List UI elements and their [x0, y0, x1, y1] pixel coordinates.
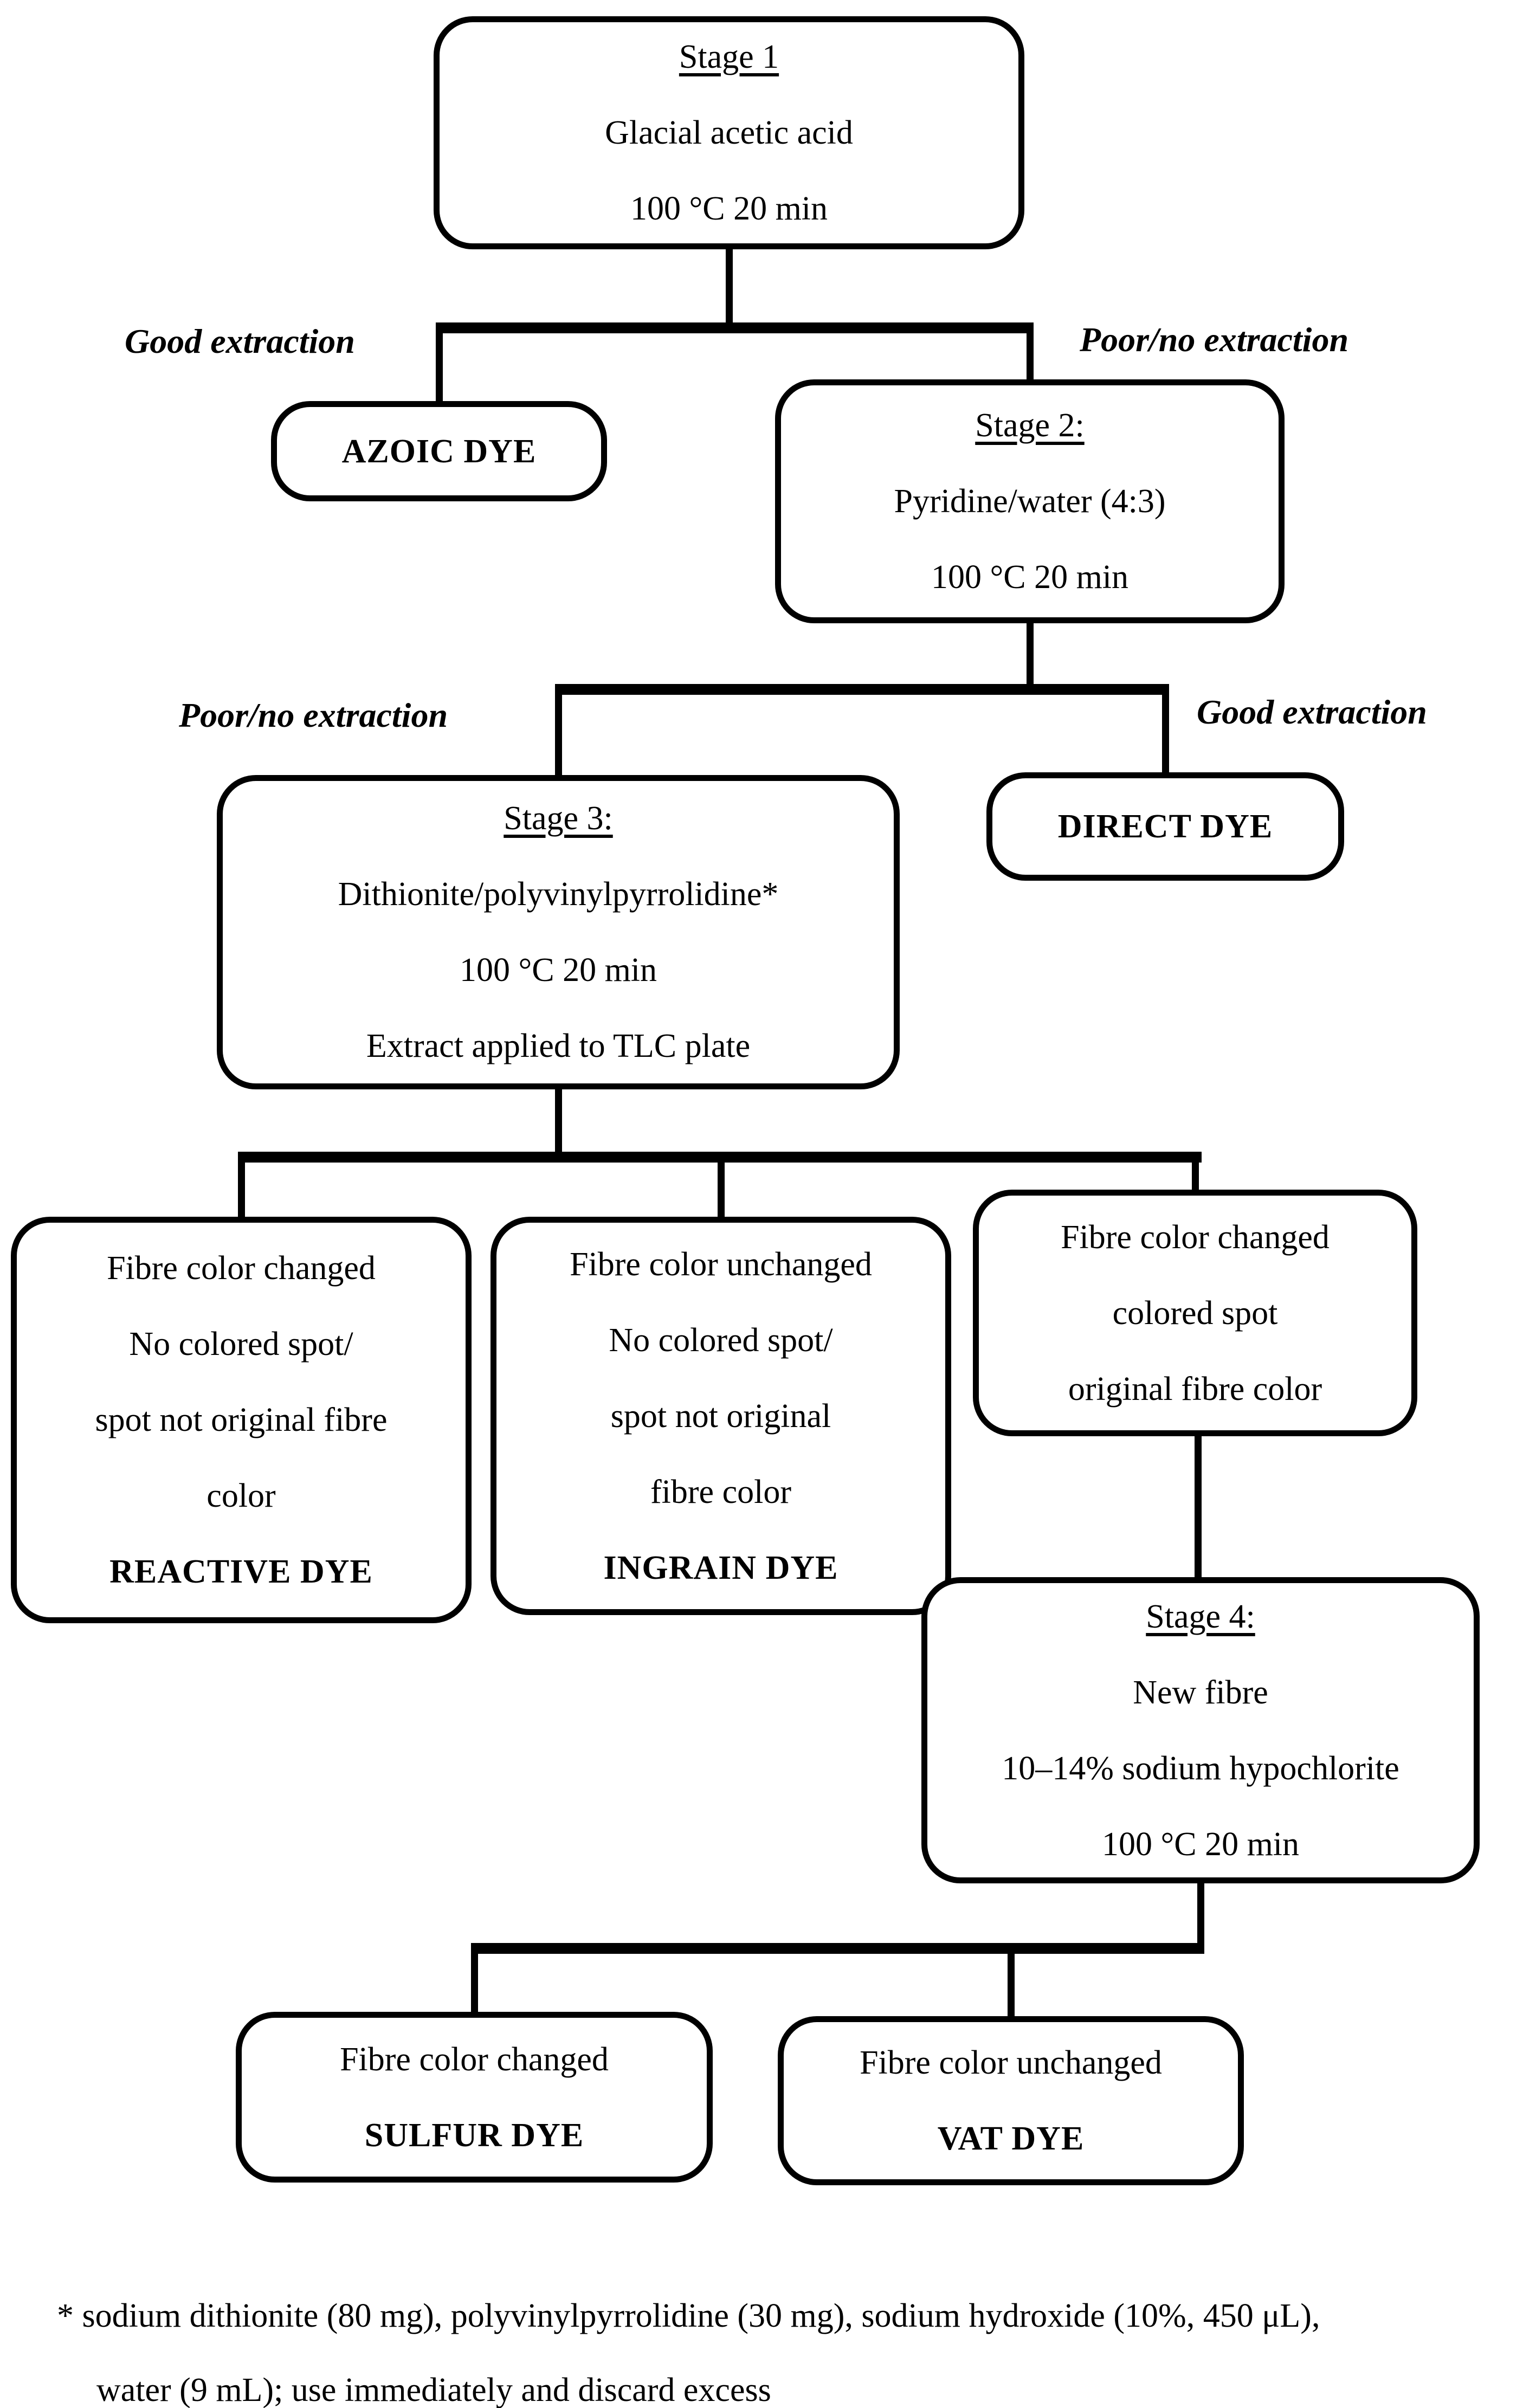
stage-3-conditions: 100 °C 20 min [459, 952, 657, 989]
branch-label-good-extraction-2: Good extraction [1197, 693, 1427, 731]
vat-observation: Fibre color unchanged [860, 2044, 1162, 2081]
stage-3-title: Stage 3: [504, 800, 613, 837]
changed-spot-observation-2: colored spot [1112, 1294, 1278, 1332]
connector-to-changed-spot [1192, 1152, 1199, 1193]
connector-to-stage3 [555, 684, 562, 779]
connector-branch4-horizontal [471, 1943, 1204, 1954]
reactive-dye-node: Fibre color changed No colored spot/ spo… [11, 1217, 472, 1623]
vat-dye-node: Fibre color unchanged VAT DYE [778, 2016, 1244, 2185]
branch-label-poor-no-extraction-1: Poor/no extraction [1080, 320, 1349, 359]
connector-to-ingrain [718, 1152, 725, 1221]
direct-dye-label: DIRECT DYE [1057, 808, 1273, 845]
reactive-observation-1: Fibre color changed [107, 1250, 376, 1287]
stage-1-conditions: 100 °C 20 min [630, 190, 828, 227]
connector-branch2-horizontal [555, 684, 1169, 695]
stage-2-title: Stage 2: [975, 407, 1085, 444]
connector-to-azoic [436, 322, 443, 405]
branch-label-good-extraction-1: Good extraction [125, 322, 355, 360]
connector-stage2-down [1027, 621, 1034, 688]
reactive-dye-label: REACTIVE DYE [109, 1553, 373, 1590]
connector-stage3-down [555, 1087, 562, 1156]
direct-dye-node: DIRECT DYE [986, 772, 1344, 881]
connector-changed-spot-to-stage4 [1195, 1434, 1202, 1581]
connector-to-stage2 [1027, 322, 1034, 383]
connector-stage4-down [1197, 1881, 1204, 1952]
sulfur-observation: Fibre color changed [340, 2041, 609, 2078]
stage-3-node: Stage 3: Dithionite/polyvinylpyrrolidine… [217, 775, 900, 1089]
stage-3-tlc-note: Extract applied to TLC plate [366, 1028, 751, 1064]
stage-2-reagent: Pyridine/water (4:3) [894, 483, 1166, 520]
stage-4-conditions: 100 °C 20 min [1101, 1825, 1300, 1863]
vat-dye-label: VAT DYE [937, 2120, 1085, 2157]
connector-to-reactive [238, 1152, 245, 1221]
footnote-line-2: water (9 mL); use immediately and discar… [96, 2372, 771, 2408]
connector-to-direct [1162, 684, 1169, 776]
fibre-changed-colored-spot-node: Fibre color changed colored spot origina… [973, 1190, 1417, 1436]
ingrain-observation-1: Fibre color unchanged [570, 1245, 872, 1283]
azoic-dye-label: AZOIC DYE [341, 432, 537, 470]
connector-branch1-horizontal [436, 322, 1034, 333]
stage-3-reagent: Dithionite/polyvinylpyrrolidine* [338, 876, 779, 913]
reactive-observation-3: spot not original fibre [95, 1402, 388, 1438]
branch-label-poor-no-extraction-2: Poor/no extraction [179, 696, 448, 734]
reactive-observation-4: color [206, 1477, 276, 1514]
sulfur-dye-label: SULFUR DYE [364, 2116, 584, 2154]
footnote-line-1: * sodium dithionite (80 mg), polyvinylpy… [57, 2297, 1320, 2334]
ingrain-observation-2: No colored spot/ [609, 1321, 833, 1359]
stage-4-title: Stage 4: [1146, 1598, 1255, 1635]
connector-to-sulfur [471, 1943, 478, 2016]
stage-1-reagent: Glacial acetic acid [605, 114, 853, 151]
azoic-dye-node: AZOIC DYE [271, 401, 607, 501]
ingrain-observation-3: spot not original [610, 1397, 831, 1435]
sulfur-dye-node: Fibre color changed SULFUR DYE [236, 2012, 713, 2183]
ingrain-dye-node: Fibre color unchanged No colored spot/ s… [491, 1217, 951, 1615]
reactive-observation-2: No colored spot/ [129, 1326, 353, 1363]
stage-4-node: Stage 4: New fibre 10–14% sodium hypochl… [921, 1577, 1480, 1883]
stage-1-title: Stage 1 [679, 38, 779, 75]
changed-spot-observation-1: Fibre color changed [1061, 1218, 1330, 1256]
stage-1-node: Stage 1 Glacial acetic acid 100 °C 20 mi… [434, 16, 1024, 249]
stage-2-node: Stage 2: Pyridine/water (4:3) 100 °C 20 … [775, 379, 1285, 623]
ingrain-dye-label: INGRAIN DYE [603, 1549, 838, 1586]
stage-2-conditions: 100 °C 20 min [931, 559, 1129, 596]
ingrain-observation-4: fibre color [650, 1473, 791, 1510]
stage-4-fibre: New fibre [1133, 1674, 1268, 1711]
connector-stage1-down [726, 248, 733, 330]
connector-to-vat [1008, 1943, 1015, 2020]
changed-spot-observation-3: original fibre color [1068, 1370, 1322, 1408]
stage-4-reagent: 10–14% sodium hypochlorite [1002, 1749, 1399, 1787]
